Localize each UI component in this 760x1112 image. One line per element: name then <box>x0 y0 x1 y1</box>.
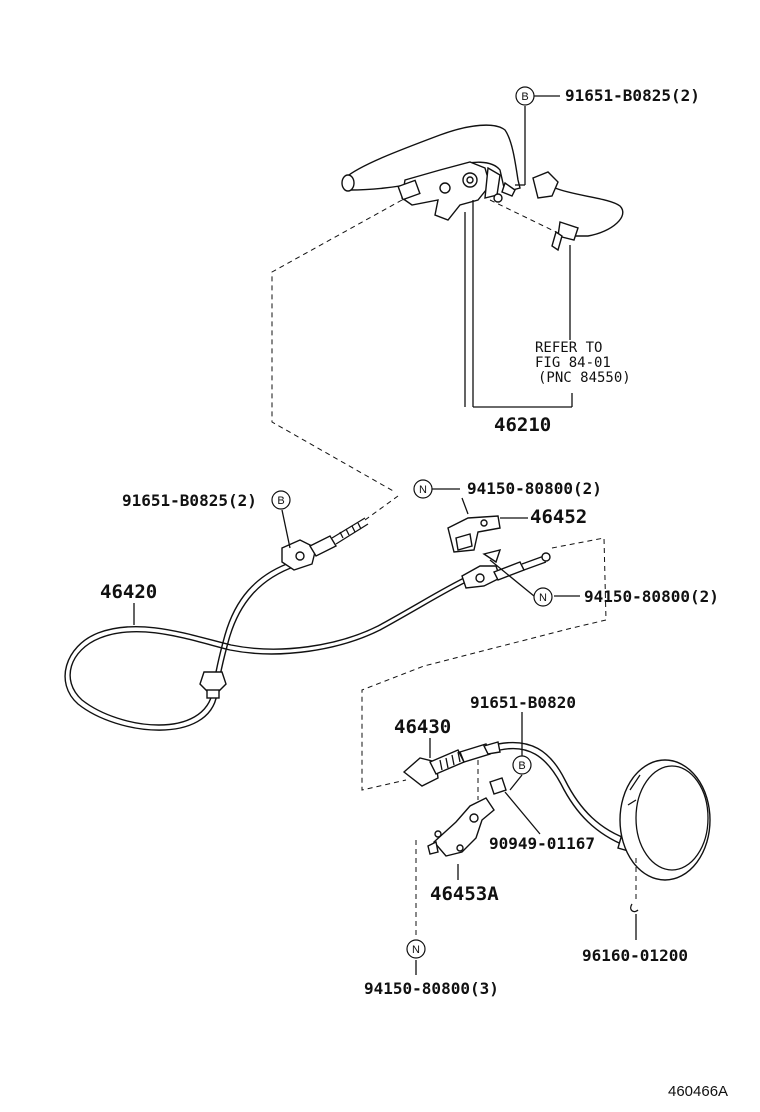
svg-text:N: N <box>412 944 420 956</box>
label-nut-bottom: 94150-80800(3) <box>364 979 499 998</box>
svg-text:B: B <box>518 760 525 772</box>
label-refer-line3: (PNC 84550) <box>538 370 631 386</box>
brake-warning-switch <box>532 171 624 252</box>
cable-right-end <box>461 549 551 589</box>
cable-left-end <box>281 495 399 571</box>
label-clip: 90949-01167 <box>489 834 595 853</box>
cable-46420 <box>64 561 471 731</box>
svg-text:B: B <box>521 91 528 103</box>
label-pin: 96160-01200 <box>582 946 688 965</box>
label-46430: 46430 <box>394 716 451 738</box>
nut-symbol-middle: N <box>533 587 553 607</box>
nut-symbol-bottom: N <box>406 939 426 959</box>
label-left-bolt: 91651-B0825(2) <box>122 491 257 510</box>
label-refer-line1: REFER TO <box>535 340 602 356</box>
brake-drum <box>619 759 711 881</box>
label-nut-middle: 94150-80800(2) <box>584 587 719 606</box>
bolt-symbol-lower: B <box>512 755 532 775</box>
svg-text:N: N <box>419 484 427 496</box>
parking-brake-lever-assembly <box>341 124 521 221</box>
label-46210: 46210 <box>494 414 551 436</box>
bracket-46453A <box>427 797 495 857</box>
label-bolt-lower: 91651-B0820 <box>470 693 576 712</box>
label-nut-upper: 94150-80800(2) <box>467 479 602 498</box>
bracket-46452 <box>447 515 528 553</box>
svg-text:N: N <box>539 592 547 604</box>
label-46452: 46452 <box>530 506 587 528</box>
label-top-bolt: 91651-B0825(2) <box>565 86 700 105</box>
bolt-symbol-left: B <box>271 490 291 510</box>
nut-symbol-upper: N <box>413 479 433 499</box>
label-46420: 46420 <box>100 581 157 603</box>
svg-text:B: B <box>277 495 284 507</box>
cable-46430-end <box>402 741 501 787</box>
bolt-symbol-top: B <box>515 86 535 106</box>
label-46453A: 46453A <box>430 883 499 905</box>
label-refer-line2: FIG 84-01 <box>535 355 611 371</box>
figure-id: 460466A <box>668 1083 728 1100</box>
